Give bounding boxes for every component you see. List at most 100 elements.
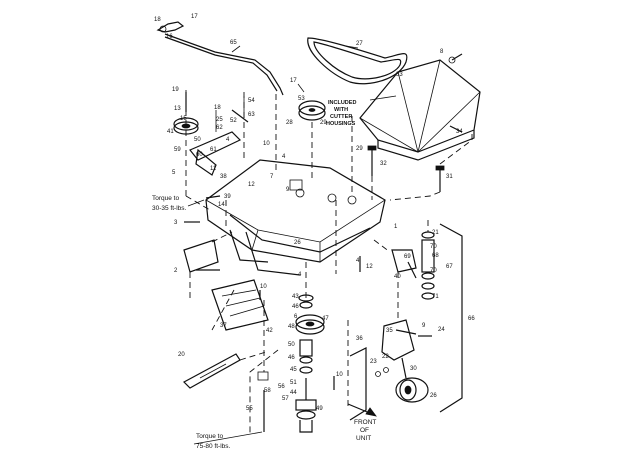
left-bracket [183, 239, 220, 273]
callout-57: 57 [282, 396, 289, 402]
drive-belt [307, 37, 408, 85]
callout-22: 22 [382, 354, 389, 360]
callout-30: 30 [410, 366, 417, 372]
callout-25: 25 [216, 117, 223, 123]
callout-2: 2 [174, 268, 178, 274]
idler-arm-assembly [173, 92, 249, 176]
belt-shield-cover [359, 59, 481, 161]
discharge-baffle [211, 279, 269, 331]
top-pulley [298, 100, 326, 121]
callout-9: 9 [286, 187, 290, 193]
group-brackets [349, 223, 463, 421]
front-of-unit-arrow [347, 403, 377, 417]
callout-10c: 10 [336, 372, 343, 378]
torque-note-lower-line1: Torque to [196, 433, 223, 440]
callout-31: 31 [446, 174, 453, 180]
callout-60: 60 [196, 152, 203, 158]
torque-note-lower-line2: 75-80 ft-lbs. [196, 443, 231, 450]
callout-18: 18 [154, 17, 161, 23]
callout-6: 6 [294, 314, 298, 320]
callout-4: 4 [226, 137, 230, 143]
callout-65: 65 [230, 40, 237, 46]
front-of-unit-line2: OF [360, 427, 369, 434]
callout-50: 50 [194, 137, 201, 143]
callout-26: 26 [430, 393, 437, 399]
callout-68: 68 [432, 253, 439, 259]
callout-21: 21 [432, 230, 439, 236]
callout-29: 29 [320, 120, 327, 126]
callout-23: 23 [370, 359, 377, 365]
callout-4d: 4 [298, 272, 302, 278]
callout-56: 56 [278, 384, 285, 390]
callout-29b: 29 [356, 146, 363, 152]
callout-24: 24 [438, 327, 445, 333]
callout-16: 16 [166, 34, 173, 40]
callout-28: 28 [286, 120, 293, 126]
callout-55: 55 [246, 406, 253, 412]
caster-wheel-assembly [375, 319, 429, 403]
callout-46b: 46 [288, 355, 295, 361]
callout-12b: 12 [366, 264, 373, 270]
callout-17b: 17 [290, 78, 297, 84]
callout-59: 59 [174, 147, 181, 153]
included-note-line1: INCLUDED [328, 100, 356, 106]
callout-54: 54 [248, 98, 255, 104]
callout-41: 41 [167, 129, 174, 135]
alignment-lines [185, 90, 473, 436]
callout-45: 45 [290, 367, 297, 373]
callout-58: 58 [264, 388, 271, 394]
callout-32: 32 [380, 161, 387, 167]
callout-49: 49 [316, 406, 323, 412]
callout-62: 62 [216, 125, 223, 131]
leader-lines [187, 45, 397, 445]
callout-61: 61 [210, 147, 217, 153]
front-of-unit-line1: FRONT [354, 419, 376, 426]
callout-19: 19 [172, 87, 179, 93]
callout-63: 63 [248, 112, 255, 118]
callout-5: 5 [172, 170, 176, 176]
callout-14: 14 [218, 202, 225, 208]
callout-53: 53 [298, 96, 305, 102]
callout-20: 20 [178, 352, 185, 358]
callout-17: 17 [191, 14, 198, 20]
callout-38: 38 [220, 174, 227, 180]
torque-note-upper-line1: Torque to [152, 195, 179, 202]
height-adjust-assembly [391, 231, 435, 300]
mower-deck [205, 159, 386, 276]
callout-37: 37 [220, 323, 227, 329]
callout-42: 42 [266, 328, 273, 334]
callout-4c: 4 [356, 258, 360, 264]
callout-13: 13 [174, 106, 181, 112]
callout-26b: 26 [294, 240, 301, 246]
callout-67: 67 [446, 264, 453, 270]
callout-46: 46 [292, 304, 299, 310]
callout-35: 35 [386, 328, 393, 334]
callout-48: 48 [288, 324, 295, 330]
callout-15: 15 [180, 116, 187, 122]
callout-12: 12 [248, 182, 255, 188]
callout-7: 7 [270, 174, 274, 180]
callout-66: 66 [468, 316, 475, 322]
callout-9b: 9 [422, 323, 426, 329]
callout-8: 8 [440, 49, 444, 55]
callout-50b: 50 [288, 342, 295, 348]
callout-40: 40 [394, 274, 401, 280]
callout-39: 39 [224, 194, 231, 200]
bolts-and-fasteners [184, 53, 463, 390]
callout-36: 36 [356, 336, 363, 342]
control-rod-assembly [156, 21, 284, 96]
callout-47: 47 [322, 316, 329, 322]
included-note-line2: WITH [334, 107, 348, 113]
callout-71: 71 [432, 294, 439, 300]
callout-1: 1 [394, 224, 398, 230]
callout-11: 11 [210, 166, 217, 172]
callout-10b: 10 [260, 284, 267, 290]
callout-27: 27 [356, 41, 363, 47]
part-callouts: 18 17 16 65 27 8 33 17 19 54 53 13 18 63… [154, 14, 475, 412]
callout-33: 33 [396, 72, 403, 78]
callout-44: 44 [290, 390, 297, 396]
callout-34: 34 [456, 129, 463, 135]
callout-52: 52 [230, 118, 237, 124]
callout-3: 3 [174, 220, 178, 226]
